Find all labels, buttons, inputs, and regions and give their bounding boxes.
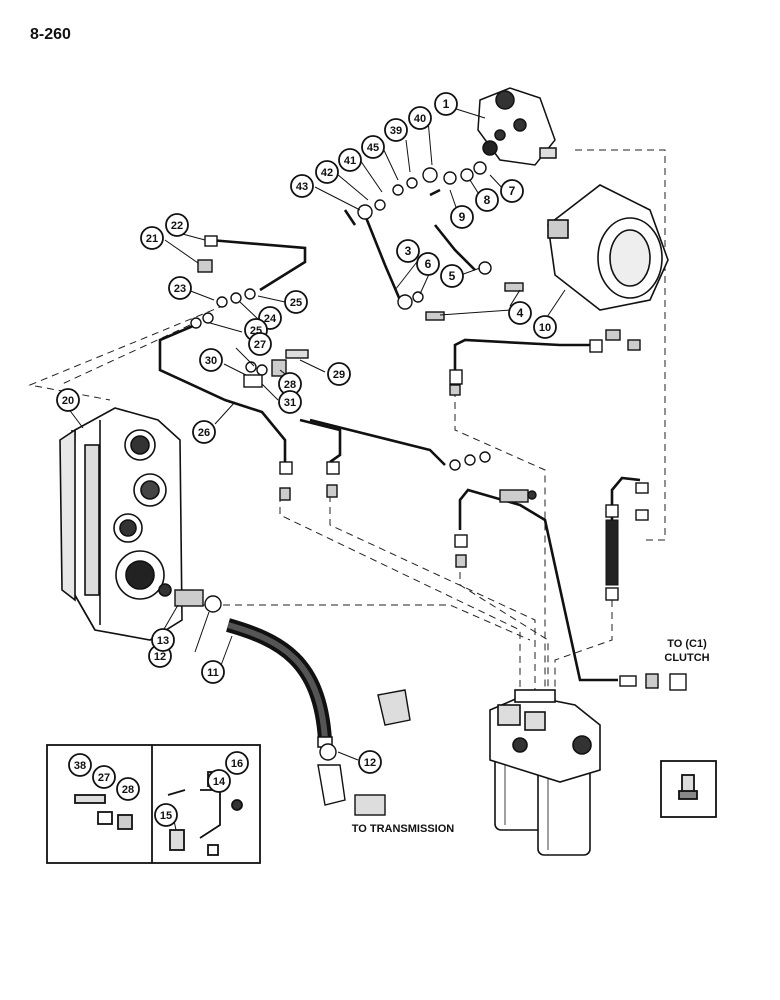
callout-14: 14 (207, 769, 231, 793)
callout-6: 6 (416, 252, 440, 276)
callout-12: 12 (358, 750, 382, 774)
callout-10: 10 (533, 315, 557, 339)
callout-label: 29 (333, 369, 345, 381)
callout-label: 30 (205, 355, 217, 367)
callout-39: 39 (384, 118, 408, 142)
callout-43: 43 (290, 174, 314, 198)
hydraulic-hose (605, 519, 619, 586)
callout-label: 12 (154, 651, 166, 663)
callout-11: 11 (201, 660, 225, 684)
callout-label: 12 (364, 757, 376, 769)
callout-9: 9 (450, 205, 474, 229)
note-to-transmission: TO TRANSMISSION (351, 823, 455, 835)
page-number: 8-260 (30, 26, 71, 43)
callout-13: 13 (151, 628, 175, 652)
callout-label: 43 (296, 181, 308, 193)
callout-5: 5 (440, 264, 464, 288)
callout-label: 13 (157, 635, 169, 647)
callout-label: 25 (290, 297, 302, 309)
callout-16: 16 (225, 751, 249, 775)
adapter-housing (547, 184, 669, 311)
callout-label: 9 (459, 210, 466, 224)
callout-label: 39 (390, 125, 402, 137)
pump (477, 87, 557, 166)
callout-label: 20 (62, 395, 74, 407)
callout-label: 7 (509, 184, 516, 198)
gearbox-housing (59, 407, 183, 641)
callout-26: 26 (192, 420, 216, 444)
callout-label: 3 (405, 244, 412, 258)
callout-27: 27 (248, 332, 272, 356)
callout-label: 22 (171, 220, 183, 232)
hose (226, 618, 333, 748)
callout-label: 28 (122, 784, 134, 796)
callout-30: 30 (199, 348, 223, 372)
callout-label: 40 (414, 113, 426, 125)
callout-label: 45 (367, 142, 379, 154)
callout-label: 6 (425, 257, 432, 271)
callout-label: 27 (254, 339, 266, 351)
callout-label: 15 (160, 810, 172, 822)
callout-4: 4 (508, 301, 532, 325)
callout-label: 24 (264, 313, 277, 325)
callout-label: 8 (484, 193, 491, 207)
callout-label: 28 (284, 379, 296, 391)
callout-3: 3 (396, 239, 420, 263)
callout-label: 5 (449, 269, 456, 283)
callout-42: 42 (315, 160, 339, 184)
callout-7: 7 (500, 179, 524, 203)
callout-label: 4 (517, 306, 524, 320)
callout-20: 20 (56, 388, 80, 412)
callout-38: 38 (68, 753, 92, 777)
callout-label: 23 (174, 283, 186, 295)
callout-label: 10 (539, 322, 551, 334)
callout-27: 27 (92, 765, 116, 789)
callout-label: 16 (231, 758, 243, 770)
callout-label: 42 (321, 167, 333, 179)
callout-label: 31 (284, 397, 296, 409)
callout-23: 23 (168, 276, 192, 300)
callout-40: 40 (408, 106, 432, 130)
callout-1: 1 (434, 92, 458, 116)
dashed-leaders (28, 149, 666, 700)
callout-label: 41 (344, 155, 356, 167)
callout-label: 27 (98, 772, 110, 784)
callout-label: 1 (443, 97, 450, 111)
note-c1-line1: TO (C1) (667, 638, 707, 650)
callout-29: 29 (327, 362, 351, 386)
fittings (174, 161, 687, 816)
callout-label: 21 (146, 233, 158, 245)
callout-21: 21 (140, 226, 164, 250)
callout-15: 15 (154, 803, 178, 827)
note-c1-clutch: TO (C1) CLUTCH (652, 637, 722, 665)
callout-label: 11 (207, 667, 219, 679)
plug-inset (660, 760, 717, 818)
filter-assembly (489, 689, 601, 856)
callout-22: 22 (165, 213, 189, 237)
tubes (158, 188, 641, 682)
callout-41: 41 (338, 148, 362, 172)
callout-group: 1345678910111212131415162021222324252526… (56, 92, 557, 827)
callout-label: 38 (74, 760, 86, 772)
callout-28: 28 (116, 777, 140, 801)
callout-45: 45 (361, 135, 385, 159)
callout-31: 31 (278, 390, 302, 414)
note-c1-line2: CLUTCH (664, 652, 710, 664)
callout-label: 26 (198, 427, 210, 439)
callout-8: 8 (475, 188, 499, 212)
callout-label: 14 (213, 776, 226, 788)
callout-25: 25 (284, 290, 308, 314)
